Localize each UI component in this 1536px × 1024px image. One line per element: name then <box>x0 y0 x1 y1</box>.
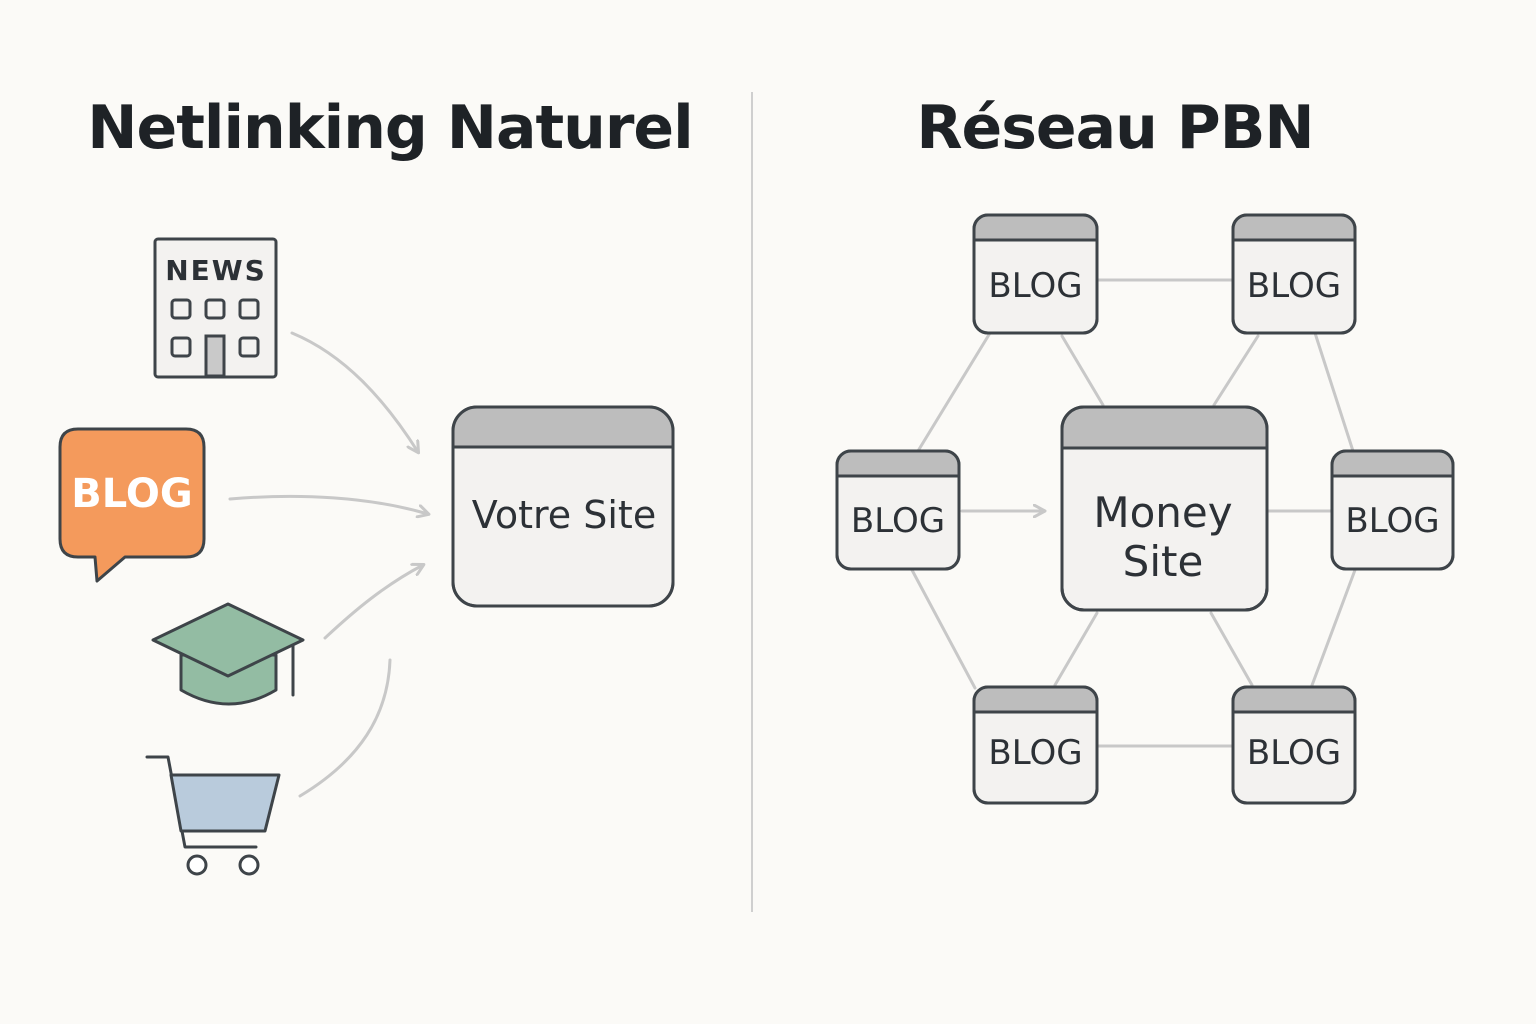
pbn-blog-node: BLOG <box>972 685 1099 805</box>
arrow-education-to-site <box>323 565 423 640</box>
arrow-ecommerce-to-site <box>298 658 392 798</box>
pbn-blog-node: BLOG <box>972 213 1099 335</box>
blog-bubble-label: BLOG <box>71 471 192 517</box>
news-label: NEWS <box>165 254 267 287</box>
graduation-cap-icon <box>151 602 305 706</box>
pbn-blog-label: BLOG <box>988 733 1082 773</box>
pbn-blog-label: BLOG <box>851 501 945 541</box>
pbn-blog-node: BLOG <box>1231 685 1357 805</box>
money-site-label-line1: Money <box>1093 488 1232 537</box>
arrow-blog-to-site <box>228 494 428 514</box>
money-site-window: Money Site <box>1060 405 1269 612</box>
news-building-icon: NEWS <box>153 237 278 379</box>
pbn-blog-label: BLOG <box>1345 501 1439 541</box>
pbn-blog-node: BLOG <box>835 449 961 571</box>
pbn-blog-node: BLOG <box>1231 213 1357 335</box>
natural-link-arrows <box>228 331 428 798</box>
title-reseau-pbn: Réseau PBN <box>916 93 1314 163</box>
pbn-blog-label: BLOG <box>1247 733 1341 773</box>
target-site-label: Votre Site <box>472 493 656 537</box>
money-site-label-line2: Site <box>1123 537 1204 586</box>
arrow-news-to-site <box>290 331 418 452</box>
blog-speech-bubble-icon: BLOG <box>58 427 206 583</box>
pbn-blog-label: BLOG <box>1247 266 1341 306</box>
shopping-cart-icon <box>145 755 281 876</box>
pbn-blog-node: BLOG <box>1330 449 1455 571</box>
title-netlinking-naturel: Netlinking Naturel <box>87 93 693 163</box>
target-site-window: Votre Site <box>451 405 675 608</box>
pbn-connectors <box>910 278 1357 748</box>
pbn-blog-label: BLOG <box>988 266 1082 306</box>
